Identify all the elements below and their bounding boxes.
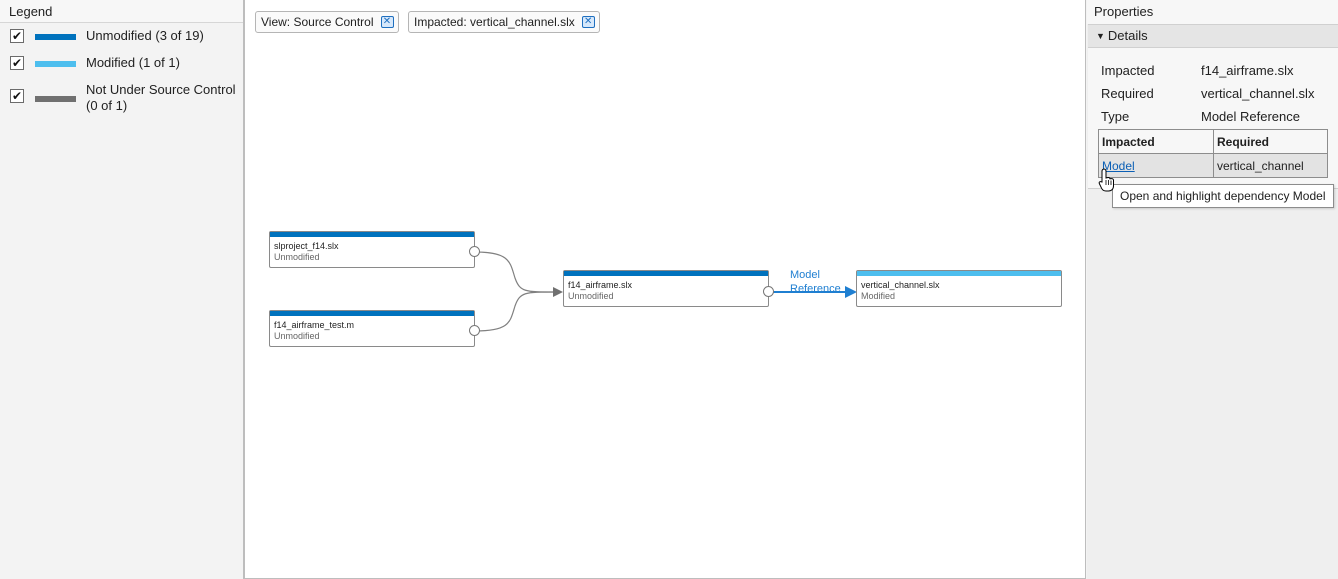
node-f14-airframe-test[interactable]: f14_airframe_test.m Unmodified — [269, 310, 475, 347]
table-header-row: Impacted Required — [1098, 129, 1328, 154]
legend-label-not-under-source-control: Not Under Source Control (0 of 1) — [86, 82, 236, 113]
node-f14-airframe[interactable]: f14_airframe.slx Unmodified — [563, 270, 769, 307]
node-port[interactable] — [763, 286, 774, 297]
node-port[interactable] — [469, 246, 480, 257]
node-status: Unmodified — [274, 331, 320, 341]
edge-arrow-gray — [553, 287, 563, 297]
dependency-edges — [474, 251, 857, 332]
property-value: vertical_channel.slx — [1201, 86, 1315, 101]
filter-chip-impacted-label: Impacted: vertical_channel.slx — [414, 15, 575, 29]
legend-panel: Legend ✔ Unmodified (3 of 19) ✔ Modified… — [0, 0, 244, 579]
node-name: f14_airframe.slx — [568, 280, 633, 290]
node-status: Modified — [861, 291, 896, 301]
legend-label-modified: Modified (1 of 1) — [86, 55, 180, 70]
details-body: Impacted f14_airframe.slx Required verti… — [1088, 48, 1338, 189]
property-key: Type — [1101, 109, 1130, 124]
property-value: Model Reference — [1201, 109, 1300, 124]
table-cell-impacted: Model — [1098, 153, 1214, 178]
tooltip: Open and highlight dependency Model — [1112, 184, 1334, 208]
node-status: Unmodified — [568, 291, 614, 301]
not-under-source-control-swatch — [35, 96, 76, 102]
property-key: Required — [1101, 86, 1154, 101]
filter-chip-impacted: Impacted: vertical_channel.slx ✕ — [408, 11, 600, 33]
collapse-triangle-icon[interactable]: ▼ — [1096, 31, 1105, 41]
edge-test-to-airframe — [474, 291, 556, 332]
edge-label-model-reference[interactable]: Model Reference — [790, 269, 841, 295]
modified-swatch — [35, 61, 76, 67]
node-status-bar — [270, 232, 474, 237]
edge-slproject-to-airframe — [474, 251, 556, 293]
table-header-impacted: Impacted — [1098, 129, 1214, 154]
node-vertical-channel[interactable]: vertical_channel.slx Modified — [856, 270, 1062, 307]
unmodified-swatch — [35, 34, 76, 40]
legend-checkbox-not-under-source-control[interactable]: ✔ — [10, 89, 24, 103]
remove-filter-icon[interactable]: ✕ — [581, 16, 595, 28]
node-name: slproject_f14.slx — [274, 241, 339, 251]
table-cell-required: vertical_channel — [1213, 153, 1328, 178]
node-status-bar — [857, 271, 1061, 276]
table-row: Model vertical_channel — [1098, 153, 1328, 178]
details-section-header[interactable]: ▼Details — [1088, 24, 1338, 48]
node-status-bar — [564, 271, 768, 276]
details-label: Details — [1107, 28, 1148, 43]
property-value: f14_airframe.slx — [1201, 63, 1294, 78]
graph-canvas[interactable]: View: Source Control ✕ Impacted: vertica… — [244, 0, 1086, 579]
legend-checkbox-unmodified[interactable]: ✔ — [10, 29, 24, 43]
node-status: Unmodified — [274, 252, 320, 262]
model-link[interactable]: Model — [1102, 158, 1135, 173]
properties-panel: Properties ▼Details Impacted f14_airfram… — [1087, 0, 1338, 579]
properties-title: Properties — [1087, 0, 1338, 24]
legend-title: Legend — [0, 0, 243, 23]
node-slproject-f14[interactable]: slproject_f14.slx Unmodified — [269, 231, 475, 268]
legend-checkbox-modified[interactable]: ✔ — [10, 56, 24, 70]
filter-chip-view-label: View: Source Control — [261, 15, 374, 29]
table-header-required: Required — [1213, 129, 1328, 154]
node-name: vertical_channel.slx — [861, 280, 940, 290]
filter-chip-view: View: Source Control ✕ — [255, 11, 399, 33]
legend-label-unmodified: Unmodified (3 of 19) — [86, 28, 204, 43]
dependency-table: Impacted Required Model vertical_channel — [1098, 129, 1328, 178]
hand-cursor-icon — [1098, 168, 1114, 192]
node-port[interactable] — [469, 325, 480, 336]
edge-arrow-blue — [845, 286, 857, 298]
node-name: f14_airframe_test.m — [274, 320, 355, 330]
property-key: Impacted — [1101, 63, 1155, 78]
remove-filter-icon[interactable]: ✕ — [380, 16, 394, 28]
node-status-bar — [270, 311, 474, 316]
